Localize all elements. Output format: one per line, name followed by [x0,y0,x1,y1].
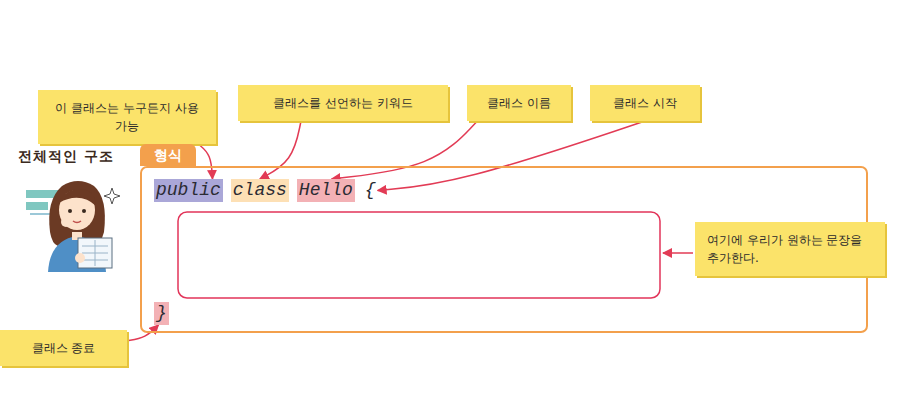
arrow-connector [332,121,478,179]
girl-illustration [26,181,120,272]
code-token: class [231,179,289,202]
callout-note: 이 클래스는 누구든지 사용 가능 [38,90,216,144]
code-token: public [154,179,223,202]
node-text: 이 클래스는 누구든지 사용 가능 [55,101,198,133]
node-text: public [156,180,221,200]
node-text: { [365,180,376,200]
arrow-connector [378,121,645,191]
callout-note: 여기에 우리가 원하는 문장을 추가한다. [695,222,885,276]
node-text: 클래스 시작 [613,96,677,110]
node-text: 클래스 종료 [32,341,96,355]
callout-note: 클래스 종료 [0,330,127,366]
leader-arrow [663,252,693,254]
statement-area [178,212,660,298]
callout-note: 클래스 이름 [467,85,571,121]
code-token: } [154,302,169,325]
code-token: Hello [297,179,355,202]
node-text: 여기에 우리가 원하는 문장을 추가한다. [707,233,862,265]
arrow-connector [198,144,212,179]
node-text: class [233,180,287,200]
code-token: { [363,179,378,202]
node-text: 클래스를 선언하는 키워드 [273,96,413,110]
node-text: 클래스 이름 [487,96,551,110]
illustration-label: 전체적인 구조 [18,148,114,166]
node-text: Hello [299,180,353,200]
format-tab: 형식 [140,144,196,166]
node-text: } [156,303,167,323]
arrow-connector [260,121,301,179]
callout-note: 클래스를 선언하는 키워드 [238,85,448,121]
callout-note: 클래스 시작 [590,85,700,121]
